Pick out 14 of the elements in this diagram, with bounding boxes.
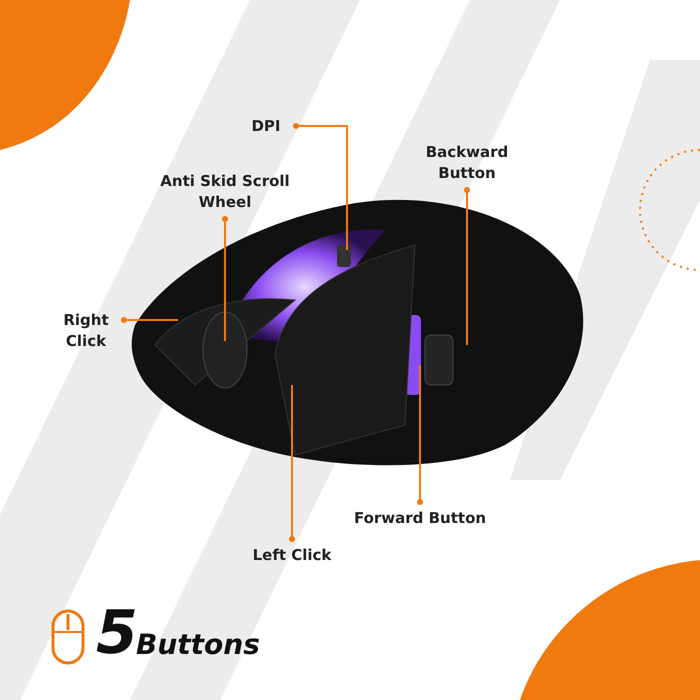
callout-label: Anti Skid Scroll Wheel [150, 171, 300, 213]
leader-line [464, 187, 470, 346]
leader-line [289, 384, 295, 542]
callout-label: DPI [240, 116, 292, 137]
leader-line [417, 364, 423, 505]
leader-line [121, 317, 179, 323]
caption-text: Buttons [136, 628, 260, 662]
count-number: 5 [96, 597, 138, 670]
leader-line [222, 216, 228, 341]
callout-label: Left Click [252, 545, 332, 566]
leader-line [293, 123, 348, 250]
callout-label: Forward Button [350, 508, 490, 529]
callout-label: Right Click [52, 310, 120, 352]
callout-label: Backward Button [397, 142, 537, 184]
